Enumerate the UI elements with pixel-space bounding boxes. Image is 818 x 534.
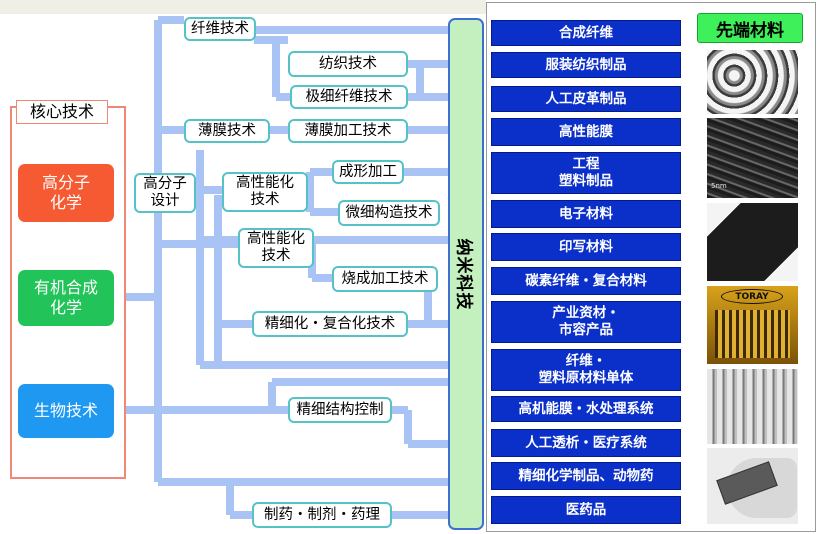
medical-glove-photo [707, 448, 798, 524]
node-pharma[interactable]: 制药・制剂・药理 [252, 502, 392, 528]
fiber-cross-section-photo [707, 50, 798, 114]
product-dialysis-medical[interactable]: 人工透析・医疗系统 [491, 429, 681, 457]
product-fiber-plastic-monomers[interactable]: 纤维・塑料原材料单体 [491, 349, 681, 391]
node-high-performance-2[interactable]: 高性能化技术 [238, 228, 314, 268]
node-polymer-design[interactable]: 高分子设计 [134, 173, 196, 213]
product-engineering-plastics[interactable]: 工程塑料制品 [491, 152, 681, 194]
node-sintering[interactable]: 烧成加工技术 [332, 266, 438, 292]
node-fine-structure-control[interactable]: 精细结构控制 [288, 397, 392, 423]
node-film-processing[interactable]: 薄膜加工技术 [288, 119, 408, 143]
nanotech-label-wrap: 纳米科技 [448, 18, 484, 530]
core-item-polymer-chemistry[interactable]: 高分子化学 [18, 164, 114, 222]
product-membrane-water-treatment[interactable]: 高机能膜・水处理系统 [491, 396, 681, 422]
nanotech-label: 纳米科技 [454, 238, 479, 310]
product-synthetic-fiber[interactable]: 合成纤维 [491, 20, 681, 46]
film-micrograph-photo: 5nm [707, 118, 798, 198]
carbon-composite-photo: TORAY [707, 286, 798, 364]
product-carbon-fiber-composites[interactable]: 碳素纤维・复合材料 [491, 267, 681, 295]
product-electronic-materials[interactable]: 电子材料 [491, 200, 681, 228]
scale-bar-label: 5nm [711, 182, 727, 190]
node-microfiber-tech[interactable]: 极细纤维技术 [290, 85, 408, 109]
product-pharmaceuticals[interactable]: 医药品 [491, 496, 681, 524]
product-industrial-materials[interactable]: 产业资材・市容产品 [491, 301, 681, 343]
advanced-materials-title: 先端材料 [697, 13, 803, 43]
core-tech-title: 核心技术 [16, 100, 108, 124]
membrane-modules-photo [707, 369, 798, 444]
product-artificial-leather[interactable]: 人工皮革制品 [491, 86, 681, 112]
node-fine-composite[interactable]: 精细化・复合化技术 [252, 311, 408, 337]
product-fine-chemicals-veterinary[interactable]: 精细化学制品、动物药 [491, 462, 681, 490]
node-high-performance-1[interactable]: 高性能化技术 [222, 172, 308, 212]
node-fiber-tech[interactable]: 纤维技术 [184, 17, 256, 41]
node-microstructure[interactable]: 微细构造技术 [338, 200, 440, 226]
product-apparel-textiles[interactable]: 服装纺织制品 [491, 52, 681, 78]
node-molding[interactable]: 成形加工 [332, 160, 404, 184]
node-spinning-tech[interactable]: 纺织技术 [288, 51, 408, 77]
product-printing-materials[interactable]: 印写材料 [491, 233, 681, 261]
core-item-organic-synthesis[interactable]: 有机合成化学 [18, 270, 114, 326]
node-film-tech[interactable]: 薄膜技术 [184, 119, 270, 143]
composite-structure [715, 310, 790, 358]
laptop-photo [707, 203, 798, 281]
product-high-performance-film[interactable]: 高性能膜 [491, 118, 681, 146]
toray-logo: TORAY [721, 289, 783, 304]
core-item-biotechnology[interactable]: 生物技术 [18, 384, 114, 438]
